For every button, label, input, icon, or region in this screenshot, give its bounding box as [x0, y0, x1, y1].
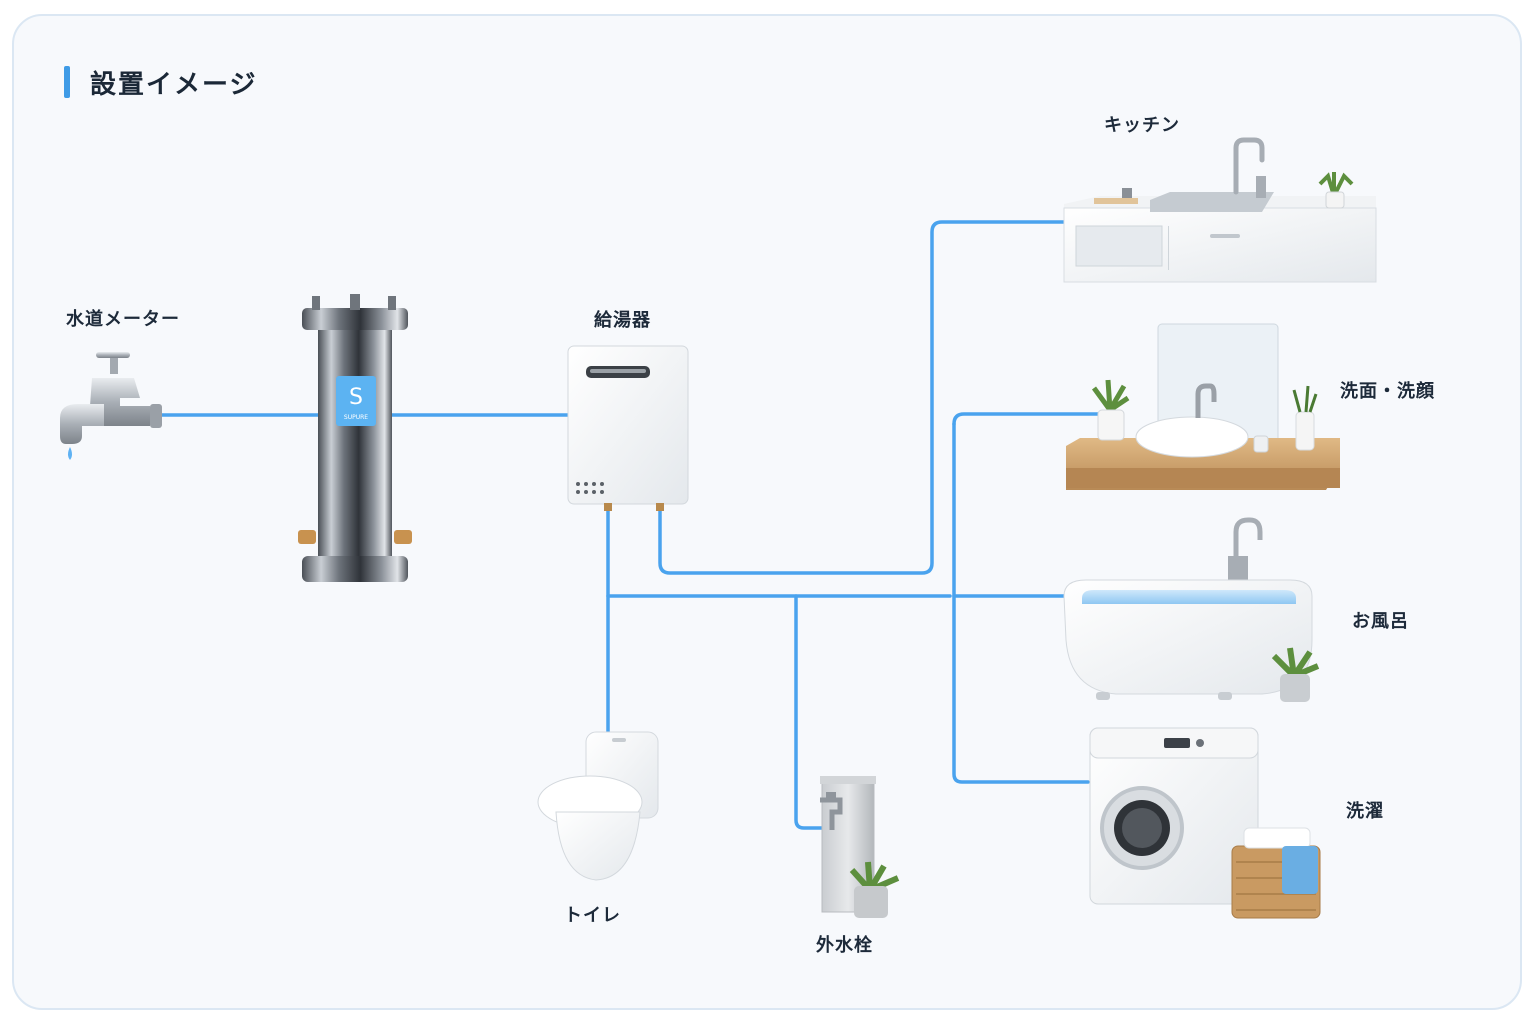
- label-washroom: 洗面・洗顔: [1340, 381, 1435, 402]
- label-bath: お風呂: [1352, 611, 1409, 632]
- filter-brand-label: SUPURE: [344, 414, 368, 421]
- outdoor-faucet-icon: [820, 776, 900, 918]
- kitchen-sink-icon: [1063, 137, 1377, 283]
- label-water-heater: 給湯器: [594, 310, 651, 331]
- pipe-washroom: [952, 412, 1100, 426]
- svg-text:S: S: [349, 385, 363, 410]
- washing-machine-icon: [1089, 727, 1321, 919]
- label-toilet: トイレ: [564, 905, 621, 926]
- water-heater-icon: [567, 345, 689, 511]
- bathtub-icon: [1063, 517, 1320, 702]
- toilet-icon: [537, 731, 659, 881]
- pipes: [156, 220, 1100, 830]
- pipe-hot-to-kitchen: [658, 220, 1066, 575]
- label-water-meter: 水道メーター: [66, 309, 180, 330]
- water-meter-faucet-icon: [60, 352, 162, 460]
- pipe-outdoor: [794, 594, 824, 830]
- water-filter-icon: S SUPURE: [298, 294, 412, 582]
- washroom-basin-icon: [1066, 323, 1340, 490]
- section-header: 設置イメージ: [64, 64, 257, 100]
- label-outdoor-faucet: 外水栓: [816, 935, 873, 956]
- label-kitchen: キッチン: [1104, 115, 1180, 136]
- page-title: 設置イメージ: [90, 69, 258, 100]
- label-laundry: 洗濯: [1346, 801, 1384, 822]
- pipe-cold-trunk: [952, 422, 1090, 784]
- title-accent-bar: [64, 66, 70, 98]
